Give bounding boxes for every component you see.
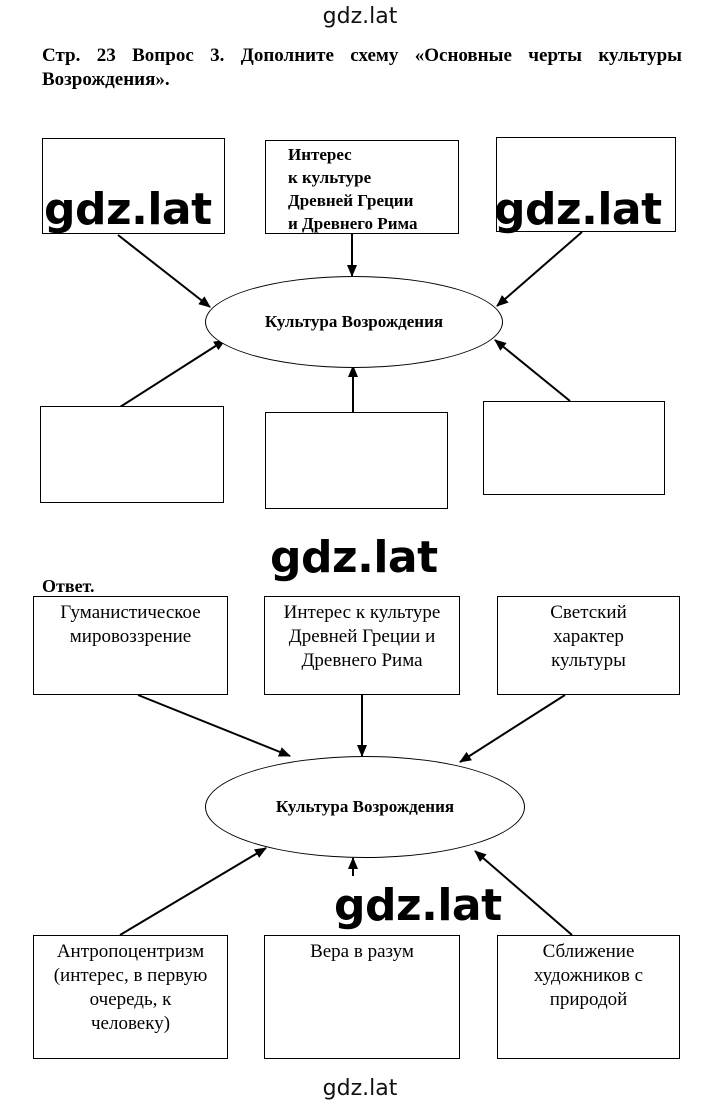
arrow-task-top-left xyxy=(117,234,211,308)
answer-box-line: художников с xyxy=(533,965,644,986)
answer-center-ellipse: Культура Возрождения xyxy=(205,756,525,858)
task-box-line: и Древнего Рима xyxy=(288,214,418,233)
answer-box-bottom-middle: Вера в разум xyxy=(264,935,460,1059)
answer-box-line: Сближение xyxy=(542,941,635,962)
watermark-bottom: gdz.lat xyxy=(322,1076,398,1101)
answer-label: Ответ. xyxy=(42,576,95,596)
task-center-ellipse: Культура Возрождения xyxy=(205,276,503,368)
task-box-bottom-right xyxy=(483,401,665,495)
answer-box-line: культуры xyxy=(551,650,626,671)
answer-box-line: природой xyxy=(549,989,628,1010)
answer-box-top-left: Гуманистическое мировоззрение xyxy=(33,596,228,695)
task-box-line: Интерес xyxy=(288,145,352,164)
answer-box-line: Древнего Рима xyxy=(301,650,423,671)
answer-box-line: очередь, к xyxy=(89,989,172,1010)
answer-box-bottom-right: Сближение художников с природой xyxy=(497,935,680,1059)
answer-box-bottom-left: Антропоцентризм (интерес, в первую очере… xyxy=(33,935,228,1059)
watermark-overlay: gdz.lat xyxy=(334,880,502,931)
answer-box-line: Гуманистическое xyxy=(60,602,201,623)
task-box-top-middle: Интерес к культуре Древней Греции и Древ… xyxy=(265,140,459,234)
arrow-task-bottom-left xyxy=(119,339,226,408)
answer-box-line: характер xyxy=(553,626,624,647)
arrow-answer-bottom-right xyxy=(474,850,573,936)
task-box-bottom-middle xyxy=(265,412,448,509)
arrow-answer-bottom-left xyxy=(119,847,267,936)
answer-box-line: Интерес к культуре xyxy=(283,602,441,623)
answer-box-top-right: Светский характер культуры xyxy=(497,596,680,695)
question-text: Стр. 23 Вопрос 3. Дополните схему «Основ… xyxy=(42,45,682,90)
arrow-task-bottom-right xyxy=(494,339,571,402)
watermark-top: gdz.lat xyxy=(322,4,398,29)
watermark-overlay: gdz.lat xyxy=(44,184,212,235)
answer-box-line: Антропоцентризм xyxy=(56,941,205,962)
task-center-label: Культура Возрождения xyxy=(264,312,444,331)
answer-box-line: человеку) xyxy=(90,1013,171,1034)
answer-box-line: Древней Греции и xyxy=(288,626,436,647)
answer-box-line: (интерес, в первую xyxy=(53,965,208,986)
task-box-top-right xyxy=(496,137,676,232)
task-box-bottom-left xyxy=(40,406,224,503)
watermark-overlay: gdz.lat xyxy=(494,184,662,235)
arrow-answer-top-left xyxy=(137,694,291,757)
watermark-overlay: gdz.lat xyxy=(270,532,438,583)
arrow-answer-top-right xyxy=(459,694,566,763)
arrow-task-top-right xyxy=(496,231,583,307)
task-box-line: Древней Греции xyxy=(288,191,414,210)
task-box-line: к культуре xyxy=(288,168,372,187)
answer-box-line: мировоззрение xyxy=(69,626,192,647)
answer-center-label: Культура Возрождения xyxy=(275,797,455,816)
answer-box-line: Вера в разум xyxy=(310,941,414,962)
answer-box-top-middle: Интерес к культуре Древней Греции и Древ… xyxy=(264,596,460,695)
answer-box-line: Светский xyxy=(550,602,627,623)
task-box-top-left xyxy=(42,138,225,234)
